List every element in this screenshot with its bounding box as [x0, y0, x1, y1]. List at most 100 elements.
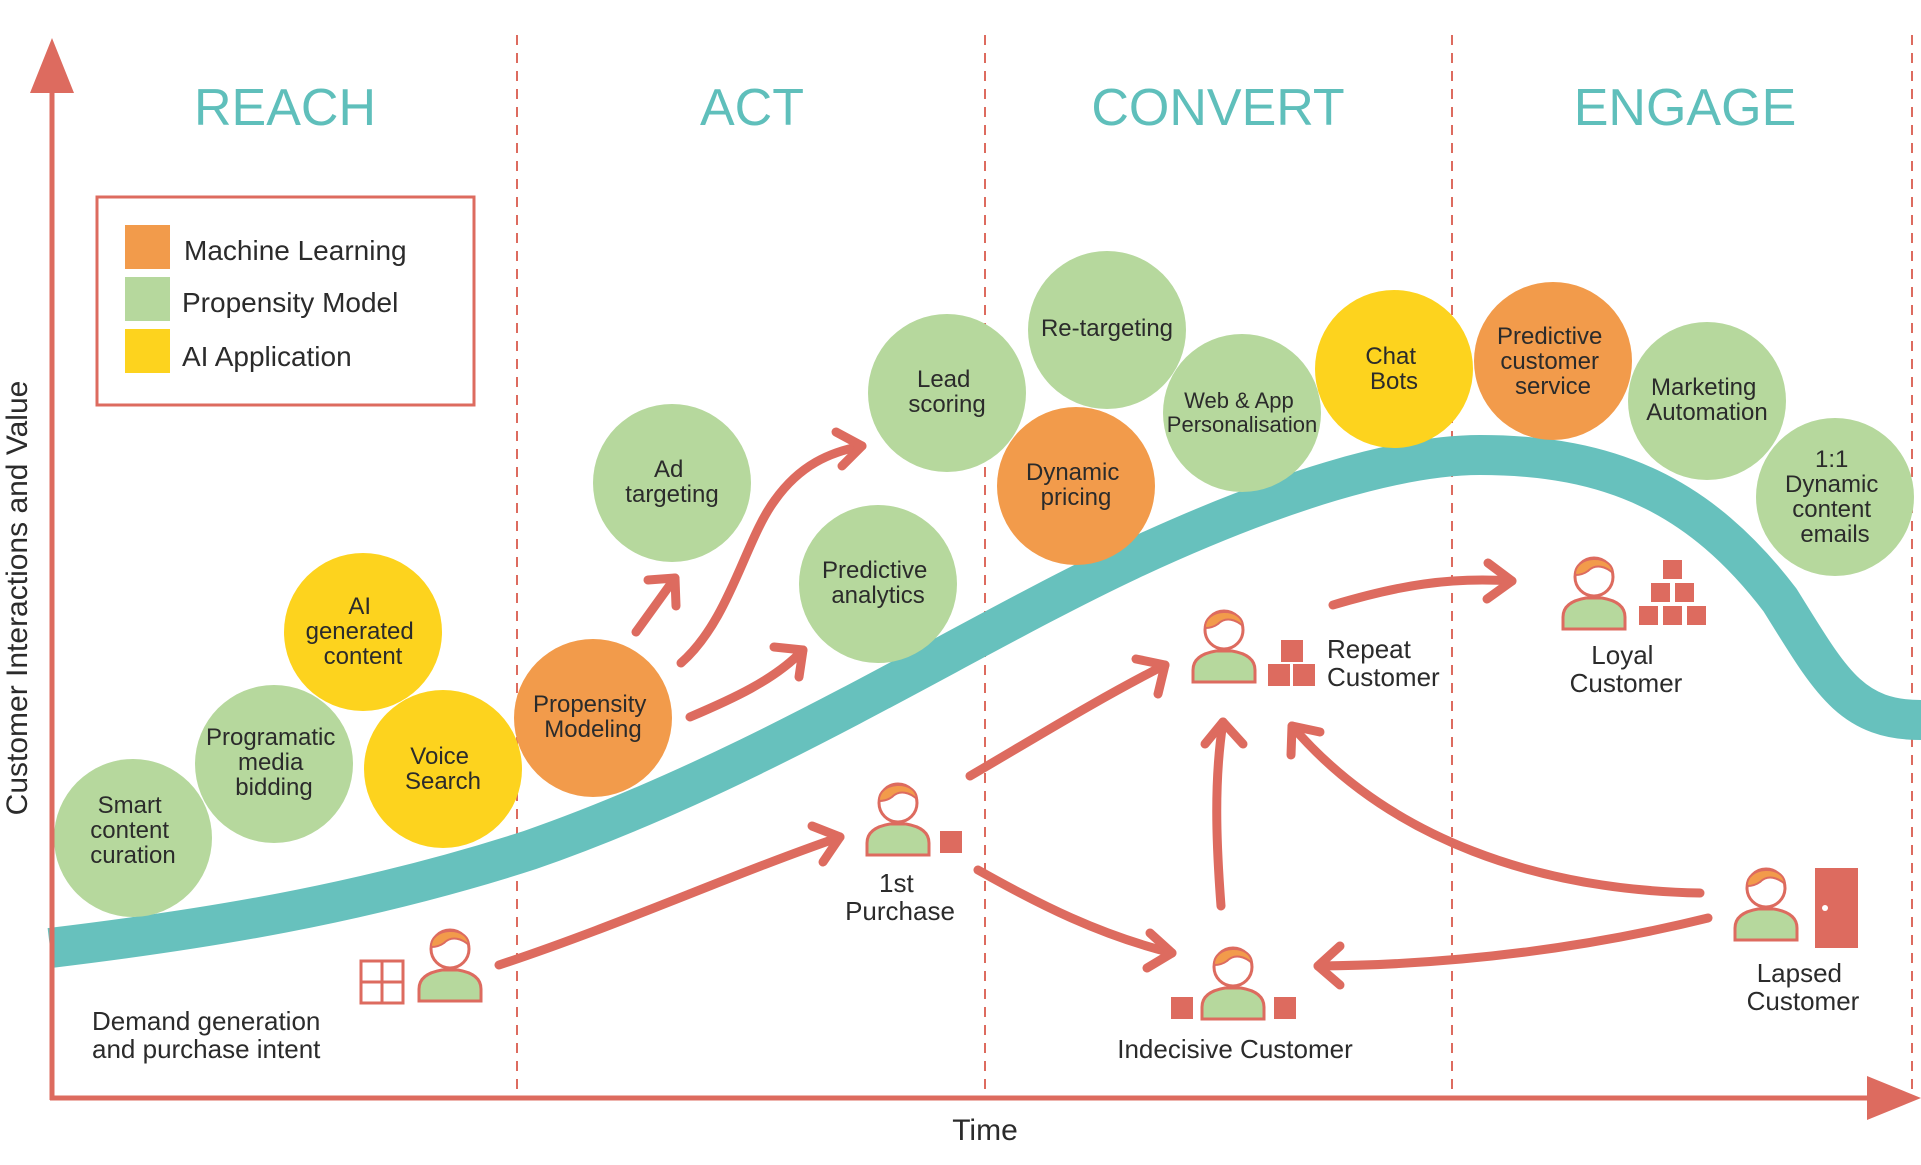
- person-body: [1733, 907, 1799, 942]
- bubble-label: Voice Search: [405, 743, 481, 795]
- arrow-demand-to-first-purchase: [494, 821, 845, 970]
- box-icon-left: [1171, 997, 1193, 1019]
- person-body: [1561, 596, 1627, 631]
- person-body: [417, 968, 483, 1003]
- bubble-chat-bots: Chat Bots: [1315, 290, 1473, 448]
- axes: [30, 38, 1921, 1120]
- customer-value-curve: [47, 434, 1921, 968]
- legend-swatch-ai-application: [125, 329, 170, 373]
- label-indecisive-customer: Indecisive Customer: [1117, 1034, 1353, 1064]
- x-axis-arrowhead: [1867, 1076, 1921, 1120]
- bubble-label: Lead scoring: [908, 366, 985, 418]
- bubble-label: Marketing Automation: [1646, 374, 1767, 426]
- bubble-lead-scoring: Lead scoring: [868, 314, 1026, 472]
- bubble-circle: [593, 404, 751, 562]
- boxes-icon: [1268, 640, 1315, 686]
- bubble-circle: [1315, 290, 1473, 448]
- bubble-label: Predictive customer service: [1497, 323, 1609, 400]
- bubble-re-targeting: Re-targeting: [1028, 251, 1186, 409]
- bubble-label: AI generated content: [306, 593, 421, 670]
- bubble-dynamic-pricing: Dynamic pricing: [997, 407, 1155, 565]
- bubble-circle: [1163, 334, 1321, 492]
- person-icon-demand: [417, 928, 483, 1003]
- arrow-modeling-to-predictive-analytics: [685, 642, 808, 722]
- bubble-label: Smart content curation: [90, 792, 175, 869]
- bubble-smart-content-curation: Smart content curation: [54, 759, 212, 917]
- legend-swatch-machine-learning: [125, 225, 170, 269]
- person-icon-loyal: [1561, 556, 1627, 631]
- bubble-label: Ad targeting: [625, 456, 718, 508]
- legend-swatch-propensity-model: [125, 277, 170, 321]
- bubble-label: Propensity Modeling: [533, 691, 653, 743]
- arrow-lapsed-to-indecisive: [1313, 913, 1713, 990]
- bubble-circle: [1628, 322, 1786, 480]
- y-axis-label: Customer Interactions and Value: [1, 381, 34, 816]
- label-loyal-customer: Loyal Customer: [1570, 640, 1683, 698]
- label-lapsed-customer: Lapsed Customer: [1747, 958, 1860, 1016]
- person-body: [865, 822, 931, 857]
- phase-title-act: ACT: [700, 79, 804, 137]
- y-axis-arrowhead: [30, 38, 74, 93]
- bubble-ai-generated-content: AI generated content: [284, 553, 442, 711]
- person-hair: [1203, 611, 1245, 630]
- person-hair: [1745, 869, 1787, 888]
- bubble-label: Predictive analytics: [822, 557, 934, 609]
- journey-arrows: [494, 558, 1713, 990]
- person-hair: [877, 784, 919, 803]
- legend-box: [95, 195, 476, 407]
- bubble-circle: [284, 553, 442, 711]
- bubble-label: Dynamic pricing: [1026, 459, 1126, 511]
- boxes-stack-icon: [1639, 560, 1706, 625]
- box-icon-right: [1274, 997, 1296, 1019]
- bubble-circle: [1474, 282, 1632, 440]
- arrow-indecisive-to-repeat: [1200, 717, 1248, 911]
- bubble-ad-targeting: Ad targeting: [593, 404, 751, 562]
- bubble-label: 1:1 Dynamic content emails: [1785, 446, 1885, 548]
- bubble-web-app-personalisation: Web & App Personalisation: [1163, 334, 1321, 492]
- label-demand-generation: Demand generation and purchase intent: [92, 1006, 328, 1064]
- bubble-label: Web & App Personalisation: [1167, 388, 1317, 437]
- legend-label-machine-learning: Machine Learning: [184, 235, 407, 266]
- bubble-marketing-automation: Marketing Automation: [1628, 322, 1786, 480]
- bubble-arrows: [631, 427, 867, 722]
- person-icon-lapsed: [1733, 867, 1799, 942]
- phase-title-convert: CONVERT: [1091, 79, 1344, 137]
- bubble-circle: [997, 407, 1155, 565]
- person-hair: [1573, 558, 1615, 577]
- arrow-modeling-to-lead-scoring: [676, 427, 867, 668]
- arrow-first-purchase-to-repeat: [965, 654, 1170, 781]
- label-first-purchase: 1st Purchase: [845, 868, 955, 926]
- bubble-circle: [54, 759, 212, 917]
- bubble-predictive-analytics: Predictive analytics: [799, 505, 957, 663]
- bubble-circle: [195, 685, 353, 843]
- arrow-first-purchase-to-indecisive: [973, 865, 1177, 973]
- bubble-predictive-customer-service: Predictive customer service: [1474, 282, 1632, 440]
- arrow-modeling-to-ad-targeting: [631, 573, 681, 637]
- x-axis-label: Time: [952, 1114, 1018, 1147]
- legend: Machine Learning Propensity Model AI App…: [95, 195, 476, 407]
- person-hair: [429, 930, 471, 949]
- person-icon-indecisive: [1200, 946, 1266, 1021]
- bubble-circle: [364, 690, 522, 848]
- bubble-circle: [1028, 251, 1186, 409]
- bubble-label: Chat Bots: [1365, 343, 1422, 395]
- person-body: [1191, 649, 1257, 684]
- box-icon: [940, 831, 962, 853]
- bubble-circle: [514, 639, 672, 797]
- person-icon-first-purchase: [865, 782, 931, 857]
- bubble-dynamic-content-emails: 1:1 Dynamic content emails: [1756, 418, 1914, 576]
- arrow-repeat-to-loyal: [1328, 558, 1517, 610]
- legend-label-propensity-model: Propensity Model: [182, 287, 398, 318]
- person-icon-repeat: [1191, 609, 1257, 684]
- phase-title-engage: ENGAGE: [1574, 79, 1797, 137]
- person-body: [1200, 986, 1266, 1021]
- bubble-label: Re-targeting: [1041, 315, 1173, 342]
- bubble-voice-search: Voice Search: [364, 690, 522, 848]
- bubble-circle: [1756, 418, 1914, 576]
- bubble-circle: [799, 505, 957, 663]
- label-repeat-customer: Repeat Customer: [1327, 634, 1440, 692]
- door-icon: [1815, 868, 1858, 948]
- phase-title-reach: REACH: [194, 79, 376, 137]
- bubble-circle: [868, 314, 1026, 472]
